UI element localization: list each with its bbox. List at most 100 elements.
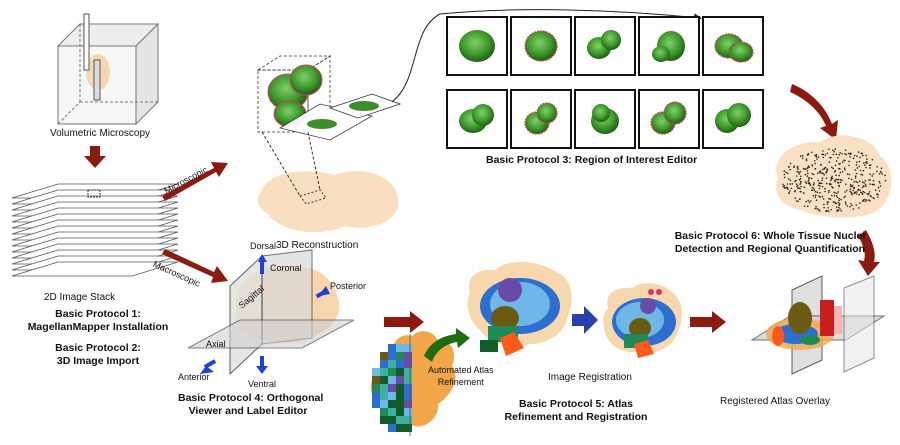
nucleus-dot [853, 192, 856, 195]
nucleus-dot [796, 167, 799, 169]
arrow-refinement-icon [424, 328, 470, 362]
label-image-registration: Image Registration [548, 372, 632, 383]
nucleus-dot [878, 180, 880, 183]
nucleus-dot [833, 195, 836, 197]
nucleus-dot [822, 153, 825, 156]
nucleus-dot [804, 173, 807, 176]
arrow-curved-icon [790, 84, 838, 140]
roi-blob [727, 103, 751, 127]
nucleus-dot [814, 194, 817, 196]
nucleus-dot [824, 190, 826, 193]
nucleus-dot [852, 184, 854, 187]
nucleus-dot [866, 162, 868, 165]
nucleus-dot [831, 194, 833, 197]
nucleus-dot [869, 173, 871, 175]
nucleus-dot [846, 173, 849, 175]
label-posterior: Posterior [330, 281, 367, 291]
atlas-voxel [388, 352, 396, 360]
nucleus-dot [845, 203, 847, 205]
nucleus-dot [831, 186, 833, 188]
atlas-voxel [380, 416, 388, 424]
nucleus-dot [831, 175, 833, 178]
nucleus-dot [805, 158, 808, 160]
nucleus-dot [877, 196, 879, 198]
nucleus-dot [833, 191, 835, 194]
nucleus-dot [789, 183, 791, 185]
nucleus-dot [821, 195, 824, 198]
nucleus-dot [818, 195, 820, 197]
nucleus-dot [828, 190, 830, 192]
roi-blob [536, 102, 558, 124]
arrow-macroscopic-icon [162, 249, 228, 283]
nuclei-cloud [776, 135, 892, 218]
atlas-voxel [396, 408, 404, 416]
nucleus-dot [844, 201, 847, 203]
nucleus-dot [783, 170, 786, 172]
nucleus-dot [832, 149, 834, 151]
nucleus-dot [798, 171, 800, 174]
nucleus-dot [858, 165, 861, 168]
nucleus-dot [855, 191, 858, 193]
nucleus-dot [856, 193, 858, 195]
nucleus-dot [852, 189, 854, 192]
nucleus-dot [826, 169, 829, 171]
nucleus-dot [830, 179, 832, 182]
nucleus-dot [873, 197, 875, 200]
nucleus-dot [798, 173, 800, 175]
nucleus-dot [783, 173, 786, 176]
label-registered-overlay: Registered Atlas Overlay [720, 396, 831, 407]
nucleus-dot [793, 190, 796, 193]
nucleus-dot [830, 156, 832, 159]
nucleus-dot [880, 171, 882, 174]
nucleus-dot [856, 155, 858, 157]
atlas-voxel [380, 392, 388, 400]
nucleus-dot [824, 187, 826, 190]
nucleus-dot [843, 159, 845, 161]
nucleus-dot [874, 189, 877, 191]
nucleus-dot [799, 170, 802, 173]
nucleus-dot [864, 200, 867, 203]
atlas-voxel [372, 384, 380, 392]
nucleus-dot [839, 171, 842, 174]
nucleus-dot [844, 195, 846, 198]
nucleus-dot [811, 186, 814, 189]
nucleus-dot [805, 159, 808, 162]
nucleus-dot [861, 192, 863, 194]
nucleus-dot [870, 195, 873, 198]
atlas-after [603, 283, 682, 358]
nucleus-dot [816, 158, 818, 160]
nucleus-dot [808, 179, 810, 181]
nucleus-dot [822, 150, 824, 152]
nucleus-dot [835, 178, 837, 181]
nucleus-dot [828, 148, 830, 151]
atlas-voxel [404, 384, 412, 392]
nucleus-dot [814, 196, 817, 198]
atlas-voxel [404, 368, 412, 376]
nucleus-dot [840, 198, 842, 201]
atlas-voxel [404, 360, 412, 368]
nucleus-dot [795, 183, 798, 185]
nucleus-dot [865, 166, 867, 169]
nucleus-dot [878, 173, 881, 175]
atlas-voxel [404, 408, 412, 416]
nucleus-dot [798, 178, 801, 181]
nucleus-dot [848, 173, 851, 176]
nucleus-dot [838, 206, 840, 209]
nucleus-dot [837, 209, 840, 212]
nucleus-dot [825, 210, 828, 213]
nucleus-dot [860, 173, 862, 176]
protocol2-line2: 3D Image Import [56, 355, 140, 367]
atlas-voxel [396, 360, 404, 368]
nucleus-dot [850, 183, 852, 186]
atlas-refinement-line1: Automated Atlas [428, 365, 494, 375]
nucleus-dot [799, 198, 801, 200]
roi-editor-grid [446, 16, 764, 149]
nucleus-dot [816, 191, 819, 194]
nucleus-dot [878, 190, 881, 192]
nucleus-dot [836, 206, 838, 208]
nucleus-dot [805, 168, 807, 170]
nucleus-dot [805, 182, 808, 184]
nucleus-dot [801, 157, 804, 159]
nucleus-dot [823, 173, 825, 176]
nucleus-dot [840, 210, 842, 212]
